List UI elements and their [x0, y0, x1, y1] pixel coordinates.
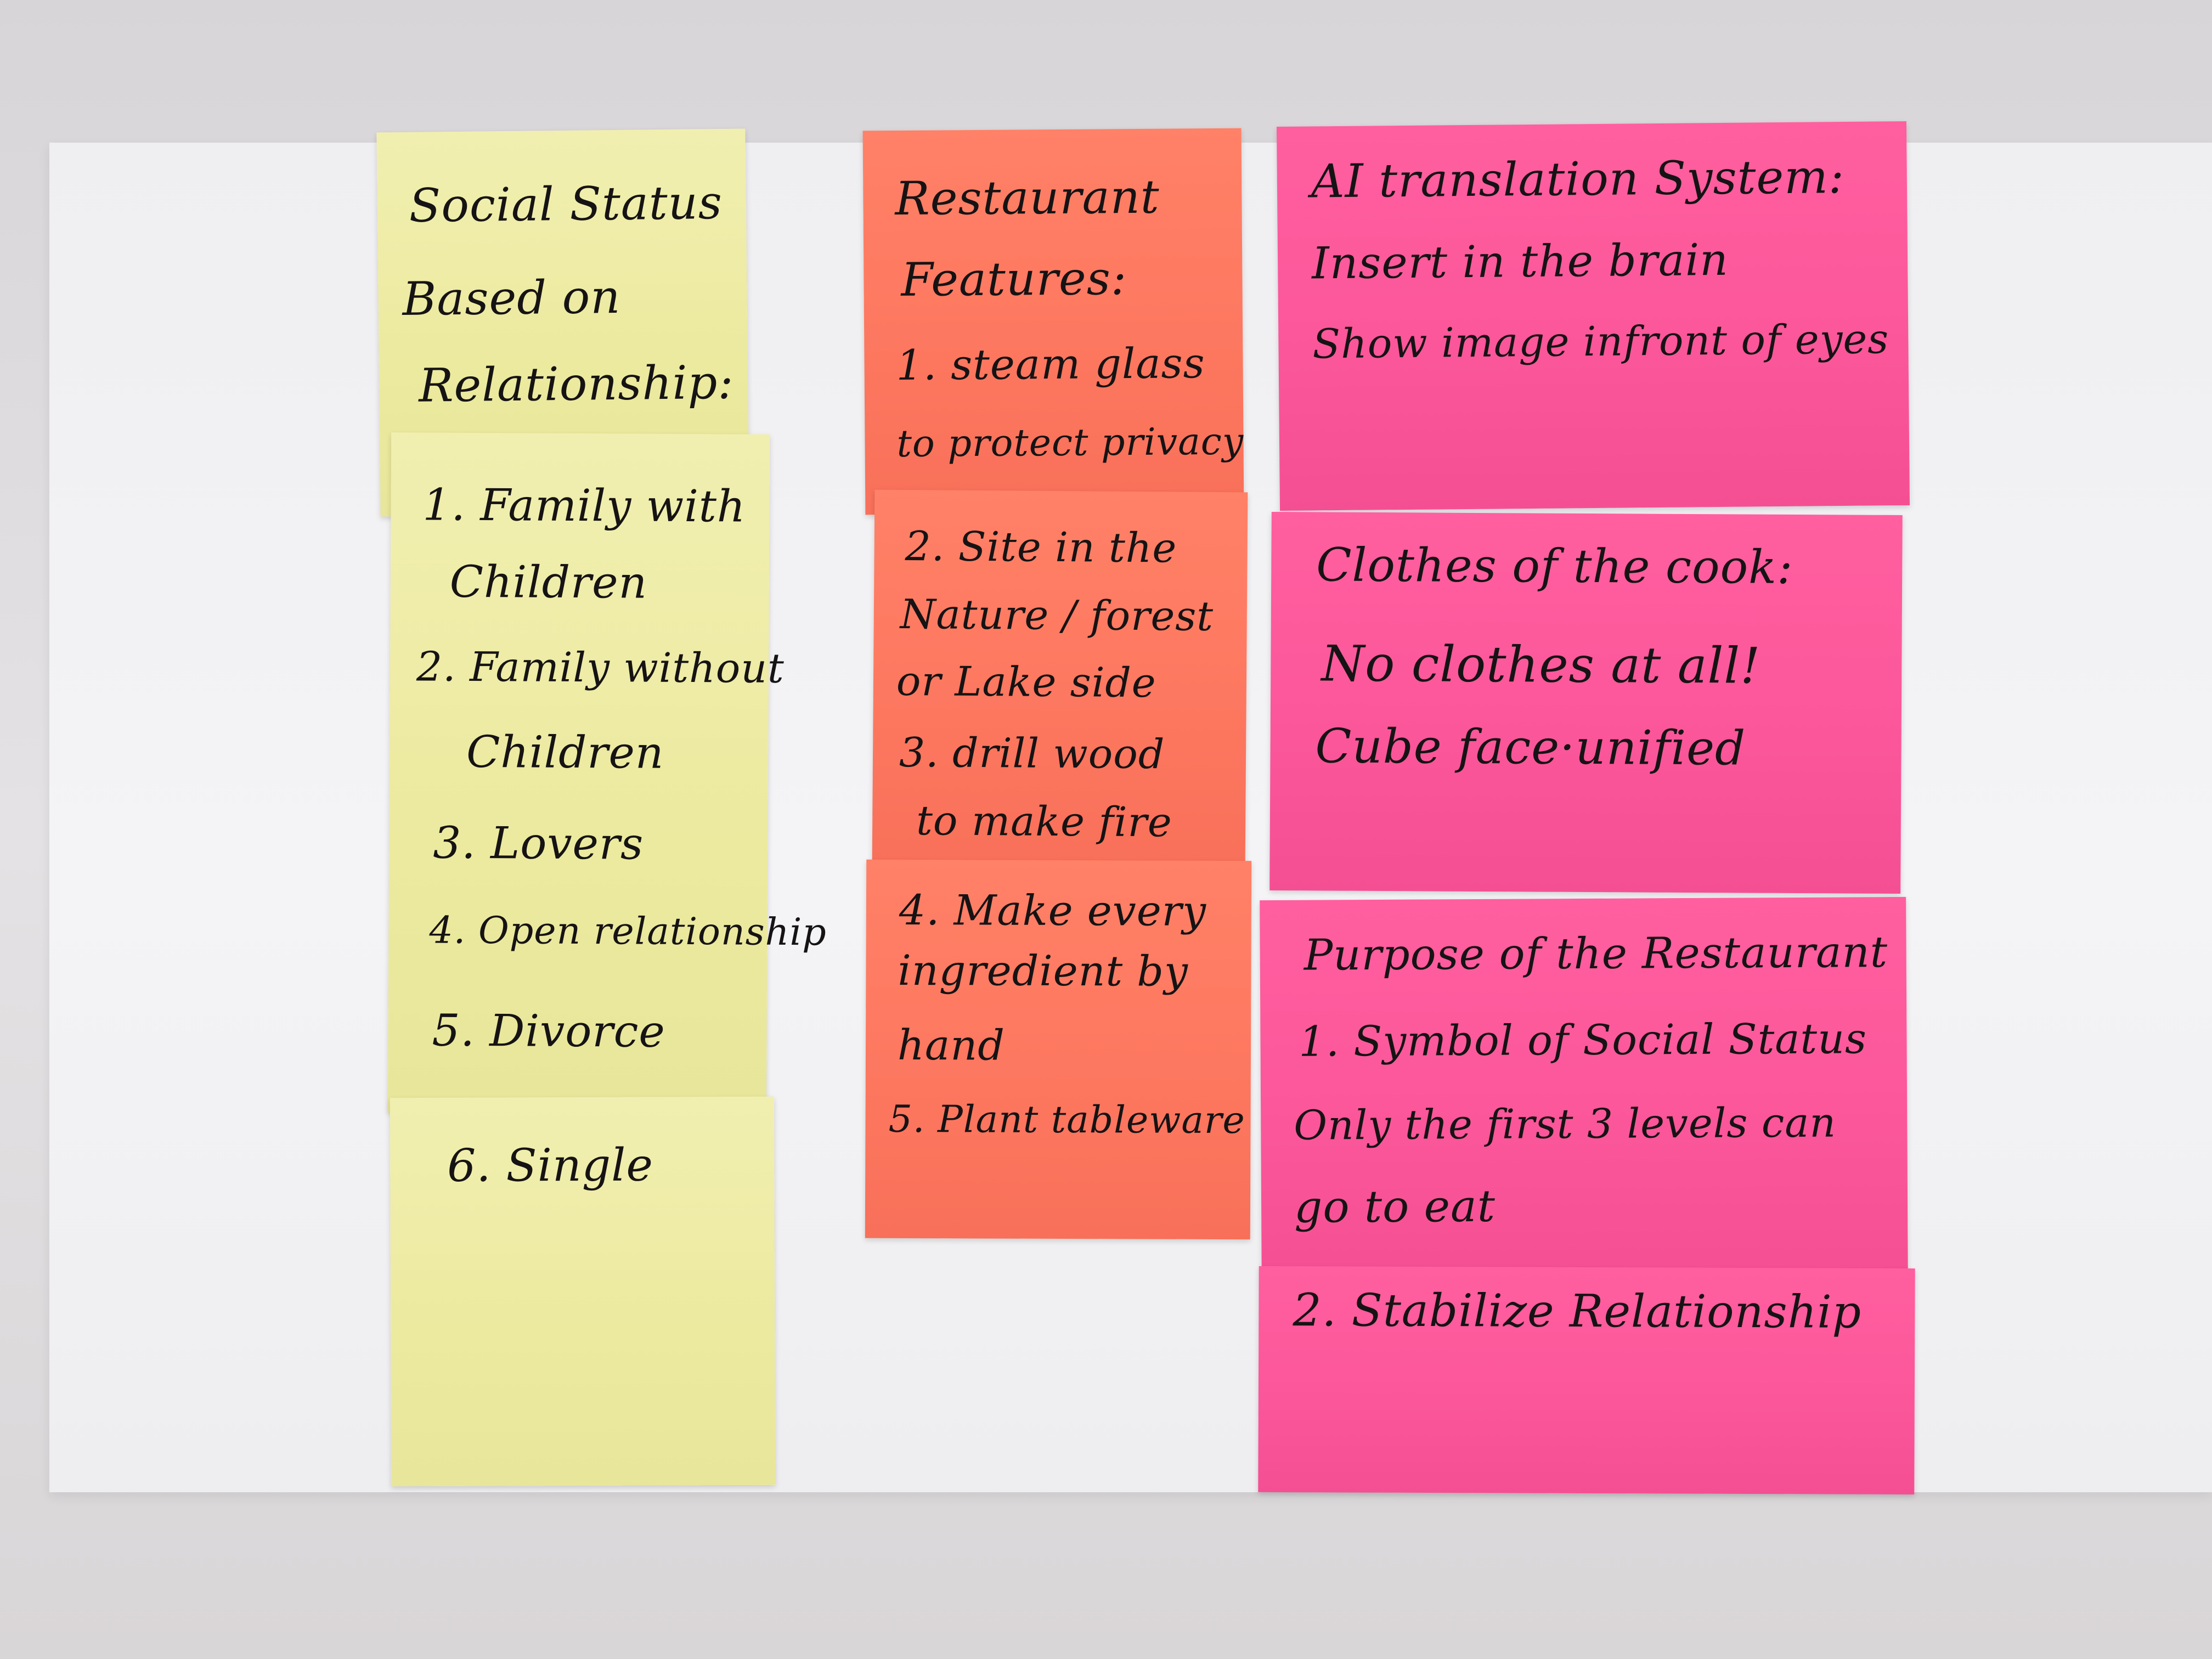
note-line: 1. steam glass [896, 338, 1205, 390]
sticky-note-social-status-single: 6. Single [390, 1096, 776, 1487]
note-line: Based on [402, 269, 621, 326]
sticky-note-restaurant-features-title: Restaurant Features: 1. steam glass to p… [862, 128, 1244, 515]
note-line: Only the first 3 levels can [1294, 1099, 1837, 1149]
sticky-note-social-status-list: 1. Family with Children 2. Family withou… [387, 432, 827, 1115]
note-line: Social Status [409, 175, 723, 233]
note-line: 2. Stabilize Relationship [1293, 1284, 1862, 1339]
note-line: Nature / forest [900, 590, 1214, 640]
note-line: Children [466, 726, 664, 778]
note-line: Show image infront of eyes [1312, 315, 1889, 368]
note-line: ingredient by [898, 945, 1189, 996]
note-line: AI translation System: [1311, 149, 1845, 208]
note-line: hand [897, 1020, 1006, 1070]
note-line: Clothes of the cook: [1316, 538, 1793, 594]
note-line: Children [449, 556, 648, 608]
sticky-note-ai-translation: AI translation System: Insert in the bra… [1276, 121, 1910, 511]
sticky-note-restaurant-features-ingredients: 4. Make every ingredient by hand 5. Plan… [865, 859, 1252, 1240]
note-line: 2. Family without [416, 643, 785, 692]
note-line: 5. Plant tableware [888, 1097, 1245, 1143]
note-line: 2. Site in the [905, 523, 1177, 572]
note-line: Insert in the brain [1311, 234, 1729, 289]
sticky-note-clothes-of-cook: Clothes of the cook: No clothes at all! … [1269, 511, 1903, 894]
note-line: No clothes at all! [1321, 635, 1761, 695]
note-line: 5. Divorce [432, 1005, 666, 1057]
note-line: to protect privacy [896, 420, 1244, 466]
sticky-note-stabilize-relationship: 2. Stabilize Relationship [1258, 1266, 1915, 1495]
note-line: Features: [901, 251, 1127, 307]
note-line: Restaurant [895, 170, 1160, 226]
note-line: Purpose of the Restaurant [1304, 928, 1888, 980]
note-line: 1. Family with [422, 479, 746, 532]
note-line: Cube face·unified [1315, 719, 1746, 776]
note-line: 3. drill wood [899, 729, 1165, 778]
note-line: 1. Symbol of Social Status [1299, 1014, 1867, 1066]
note-line: 4. Open relationship [429, 909, 827, 955]
note-line: Relationship: [418, 355, 735, 413]
note-line: 4. Make every [899, 885, 1207, 935]
note-line: go to eat [1294, 1180, 1496, 1233]
sticky-note-purpose-of-restaurant: Purpose of the Restaurant 1. Symbol of S… [1260, 896, 1908, 1287]
note-line: to make fire [916, 797, 1172, 847]
note-line: 3. Lovers [433, 817, 644, 870]
note-line: or Lake side [896, 657, 1156, 707]
note-line: 6. Single [447, 1139, 654, 1192]
sticky-note-restaurant-features-site: 2. Site in the Nature / forest or Lake s… [872, 489, 1248, 871]
